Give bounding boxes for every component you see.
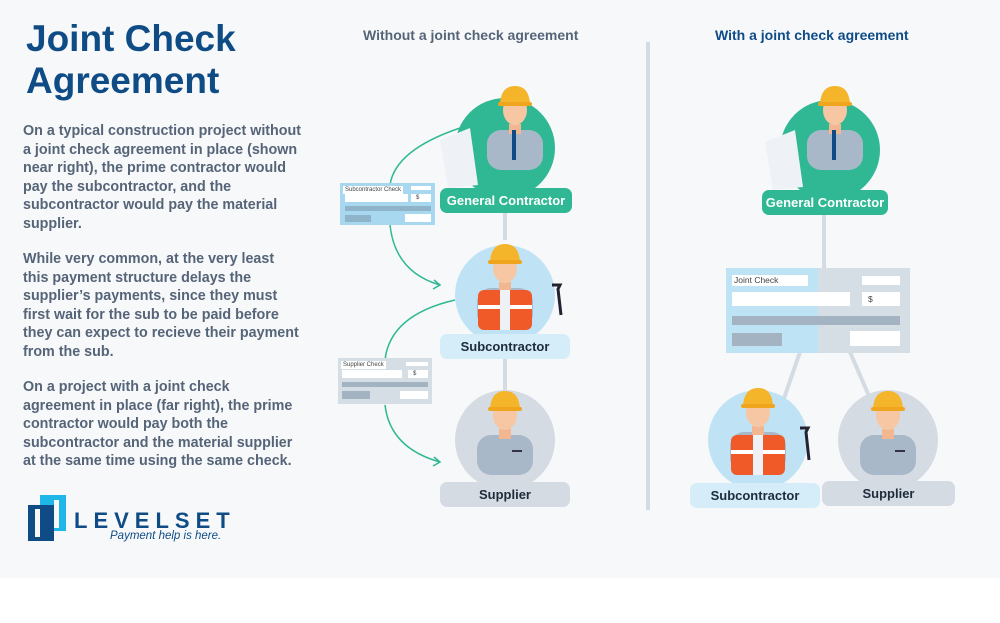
- logo-tagline: Payment help is here.: [110, 530, 222, 542]
- page-title: Joint Check Agreement: [26, 18, 236, 101]
- sub-label-left: Subcontractor: [440, 334, 570, 359]
- supplier-figure-left: [455, 390, 555, 490]
- paragraph-1: On a typical construction project withou…: [23, 123, 302, 232]
- sub-figure-right: [708, 388, 811, 490]
- gc-label-left: General Contractor: [440, 188, 572, 213]
- right-diagram-heading: With a joint check agreement: [715, 27, 909, 43]
- levelset-logo-icon: [28, 495, 66, 541]
- joint-check-label: Joint Check: [732, 275, 808, 286]
- supplier-figure-right: [838, 390, 938, 490]
- supplier-check-dollar: $: [413, 371, 417, 377]
- supplier-label-left: Supplier: [440, 482, 570, 507]
- supplier-label-right: Supplier: [822, 481, 955, 506]
- sub-figure-left: [455, 244, 563, 345]
- sub-check-dollar: $: [416, 195, 420, 201]
- gc-figure-left: [440, 86, 555, 198]
- paragraph-2: While very common, at the very least thi…: [23, 251, 299, 360]
- joint-check-dollar: $: [868, 294, 873, 304]
- paragraph-3: On a project with a joint check agreemen…: [23, 379, 293, 469]
- supplier-check-label: Supplier Check: [341, 361, 386, 369]
- diagram-art: [338, 42, 938, 510]
- gc-label-right: General Contractor: [762, 190, 888, 215]
- sub-label-right: Subcontractor: [690, 483, 820, 508]
- left-diagram-heading: Without a joint check agreement: [363, 27, 579, 43]
- sub-check-label: Subcontractor Check: [343, 186, 404, 194]
- logo-wordmark: LEVELSET: [74, 508, 236, 533]
- gc-figure-right: [765, 86, 880, 200]
